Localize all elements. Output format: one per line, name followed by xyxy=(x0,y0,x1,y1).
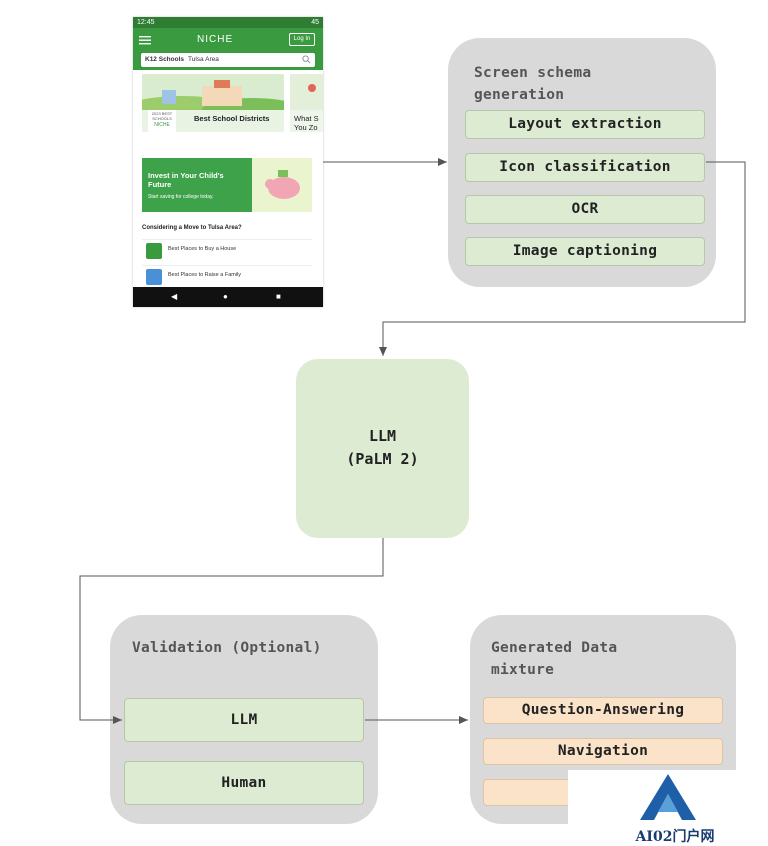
list-item[interactable]: Best Places to Raise a Family xyxy=(142,265,312,287)
validation-title: Validation (Optional) xyxy=(132,640,322,656)
award-badge: 2023 BEST SCHOOLS NICHE xyxy=(148,110,176,132)
zone-card[interactable]: What S You Zo xyxy=(290,74,323,132)
image-captioning-step: Image captioning xyxy=(465,237,705,266)
best-districts-card[interactable]: 2023 BEST SCHOOLS NICHE Best School Dist… xyxy=(142,74,284,132)
recents-icon[interactable]: ■ xyxy=(276,292,281,301)
generated-data-title: Generated Data mixture xyxy=(491,637,721,681)
title-line: Generated Data xyxy=(491,640,618,656)
title-line: generation xyxy=(474,87,565,103)
icon-classification-step: Icon classification xyxy=(465,153,705,182)
menu-icon[interactable] xyxy=(139,34,151,46)
status-bar: 12:45 45 xyxy=(133,17,323,28)
title-line: mixture xyxy=(491,662,555,678)
llm-palm2-box xyxy=(296,359,469,538)
section-heading: Considering a Move to Tulsa Area? xyxy=(142,225,242,231)
home-icon[interactable]: ● xyxy=(223,292,228,301)
arrow-schema-to-llm xyxy=(379,161,746,356)
human-validation-step: Human xyxy=(124,761,364,805)
promo-subtext: Start saving for college today. xyxy=(148,194,214,200)
llm-name: LLM xyxy=(368,427,397,445)
ocr-step: OCR xyxy=(465,195,705,224)
navigation-output: Navigation xyxy=(483,738,723,765)
school-illustration-icon xyxy=(142,74,284,110)
family-icon xyxy=(146,269,162,285)
screen-schema-title: Screen schema generation xyxy=(474,62,704,106)
card-title: What S You Zo xyxy=(294,114,319,132)
system-nav-bar: ◀ ● ■ xyxy=(133,287,323,307)
badge-brand: NICHE xyxy=(154,122,170,128)
back-icon[interactable]: ◀ xyxy=(171,292,178,301)
watermark-text: AI02门户网 xyxy=(635,829,715,845)
title-line: Screen schema xyxy=(474,65,592,81)
status-battery: 45 xyxy=(311,19,319,26)
status-time: 12:45 xyxy=(137,19,155,26)
card-title: Best School Districts xyxy=(194,114,270,123)
ai02-logo-icon xyxy=(640,774,696,820)
map-icon xyxy=(290,74,323,110)
llm-validation-step: LLM xyxy=(124,698,364,742)
list-item[interactable]: Best Places to Buy a House xyxy=(142,239,312,261)
search-scope: K12 Schools xyxy=(145,56,185,63)
llm-label: LLM (PaLM 2) xyxy=(296,425,469,471)
invest-promo-banner[interactable]: Invest in Your Child's Future Start savi… xyxy=(142,158,312,212)
search-icon xyxy=(302,55,311,64)
badge-text: 2023 BEST SCHOOLS xyxy=(151,111,173,121)
list-item-label: Best Places to Buy a House xyxy=(168,246,237,252)
piggy-bank-icon xyxy=(252,158,312,212)
list-item-label: Best Places to Raise a Family xyxy=(168,272,242,278)
login-button[interactable]: Log In xyxy=(289,33,315,46)
layout-extraction-step: Layout extraction xyxy=(465,110,705,139)
question-answering-output: Question-Answering xyxy=(483,697,723,724)
niche-logo: NICHE xyxy=(197,34,234,45)
promo-heading: Invest in Your Child's Future xyxy=(148,171,224,189)
search-location: Tulsa Area xyxy=(188,56,219,63)
arrow-llm-to-validation xyxy=(79,538,384,724)
llm-model: (PaLM 2) xyxy=(346,450,419,468)
house-icon xyxy=(146,243,162,259)
app-bar: NICHE Log In xyxy=(133,28,323,52)
